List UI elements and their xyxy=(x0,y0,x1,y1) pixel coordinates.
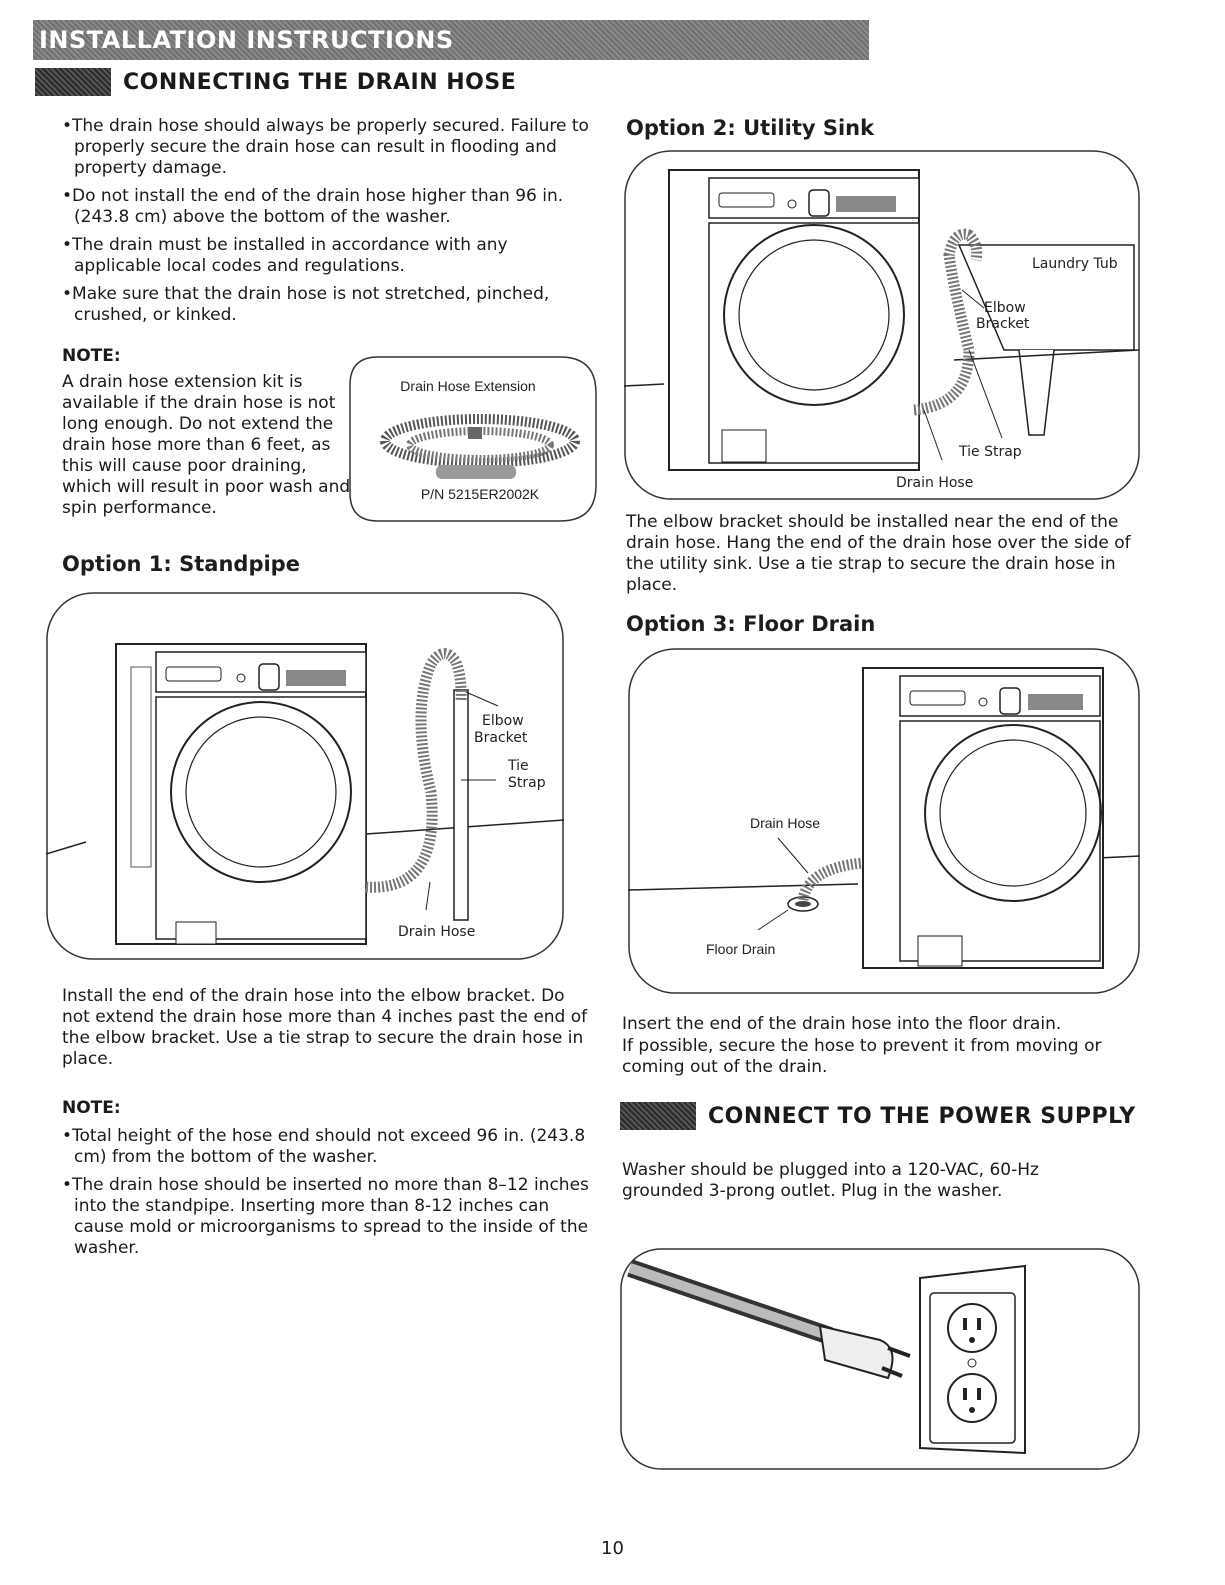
drain-hose-extension-figure: Drain Hose Extension P/N 5215ER2002K xyxy=(349,356,597,522)
power-cord-icon xyxy=(627,1259,911,1380)
power-supply-heading-text: CONNECT TO THE POWER SUPPLY xyxy=(708,1103,1136,1129)
note-label: NOTE: xyxy=(62,346,121,366)
note-item: •Total height of the hose end should not… xyxy=(62,1126,586,1167)
option3-text-1: Insert the end of the drain hose into th… xyxy=(622,1014,1062,1034)
option1-notes: •Total height of the hose end should not… xyxy=(62,1126,592,1266)
floor-drain-label: Floor Drain xyxy=(706,941,775,957)
option3-title: Option 3: Floor Drain xyxy=(626,612,876,636)
option2-title: Option 2: Utility Sink xyxy=(626,116,875,140)
floor-drain-figure: Drain Hose Floor Drain xyxy=(628,648,1140,994)
power-supply-text: Washer should be plugged into a 120-VAC,… xyxy=(622,1160,1039,1201)
extension-label: Drain Hose Extension xyxy=(400,378,535,394)
standpipe-bracket-label: Bracket xyxy=(474,730,528,746)
option1-note-label: NOTE: xyxy=(62,1098,121,1118)
utility-sink-figure: Laundry Tub Elbow Bracket Tie Strap Drai… xyxy=(624,150,1140,500)
sink-hose-label: Drain Hose xyxy=(896,475,973,491)
washer-icon xyxy=(115,643,367,945)
bullet-item: •Do not install the end of the drain hos… xyxy=(62,186,564,227)
bullet-item: •The drain must be installed in accordan… xyxy=(62,235,508,276)
option3-text-2: If possible, secure the hose to prevent … xyxy=(622,1036,1102,1077)
wall-outlet-icon xyxy=(919,1264,1026,1455)
washer-icon xyxy=(862,667,1104,969)
floor-hose-label: Drain Hose xyxy=(750,815,820,831)
heading-marker xyxy=(620,1102,696,1130)
bullet-item: •Make sure that the drain hose is not st… xyxy=(62,284,550,325)
laundry-tub-icon xyxy=(953,244,1140,436)
option1-text: Install the end of the drain hose into t… xyxy=(62,986,588,1069)
drain-hose-heading: CONNECTING THE DRAIN HOSE xyxy=(35,68,516,96)
note-text: A drain hose extension kit is available … xyxy=(62,372,351,518)
standpipe-hose-label: Drain Hose xyxy=(398,924,475,940)
drain-hose-heading-text: CONNECTING THE DRAIN HOSE xyxy=(123,69,517,95)
power-outlet-figure xyxy=(620,1248,1140,1470)
drain-bullets: •The drain hose should always be properl… xyxy=(62,116,592,333)
sink-bracket-label: Bracket xyxy=(976,316,1030,332)
standpipe-elbow-label: Elbow xyxy=(482,713,524,729)
option2-text: The elbow bracket should be installed ne… xyxy=(626,512,1131,595)
sink-elbow-label: Elbow xyxy=(984,300,1026,316)
coiled-hose-icon xyxy=(380,414,580,479)
heading-marker xyxy=(35,68,111,96)
page-number: 10 xyxy=(601,1538,624,1559)
sink-tie-label: Tie Strap xyxy=(958,444,1022,460)
washer-icon xyxy=(668,169,920,471)
sink-tub-label: Laundry Tub xyxy=(1032,256,1118,272)
note-item: •The drain hose should be inserted no mo… xyxy=(62,1175,589,1258)
standpipe-figure: Elbow Bracket Tie Strap Drain Hose xyxy=(46,592,564,960)
bullet-item: •The drain hose should always be properl… xyxy=(62,116,589,178)
floor-drain-icon xyxy=(787,857,864,912)
extension-part-number: P/N 5215ER2002K xyxy=(421,486,540,502)
power-supply-heading: CONNECT TO THE POWER SUPPLY xyxy=(620,1102,1136,1130)
standpipe-icon xyxy=(365,648,469,921)
option1-title: Option 1: Standpipe xyxy=(62,552,300,576)
standpipe-strap-label: Strap xyxy=(508,775,546,791)
section-banner: INSTALLATION INSTRUCTIONS xyxy=(33,20,869,60)
standpipe-tie-label: Tie xyxy=(507,758,529,774)
